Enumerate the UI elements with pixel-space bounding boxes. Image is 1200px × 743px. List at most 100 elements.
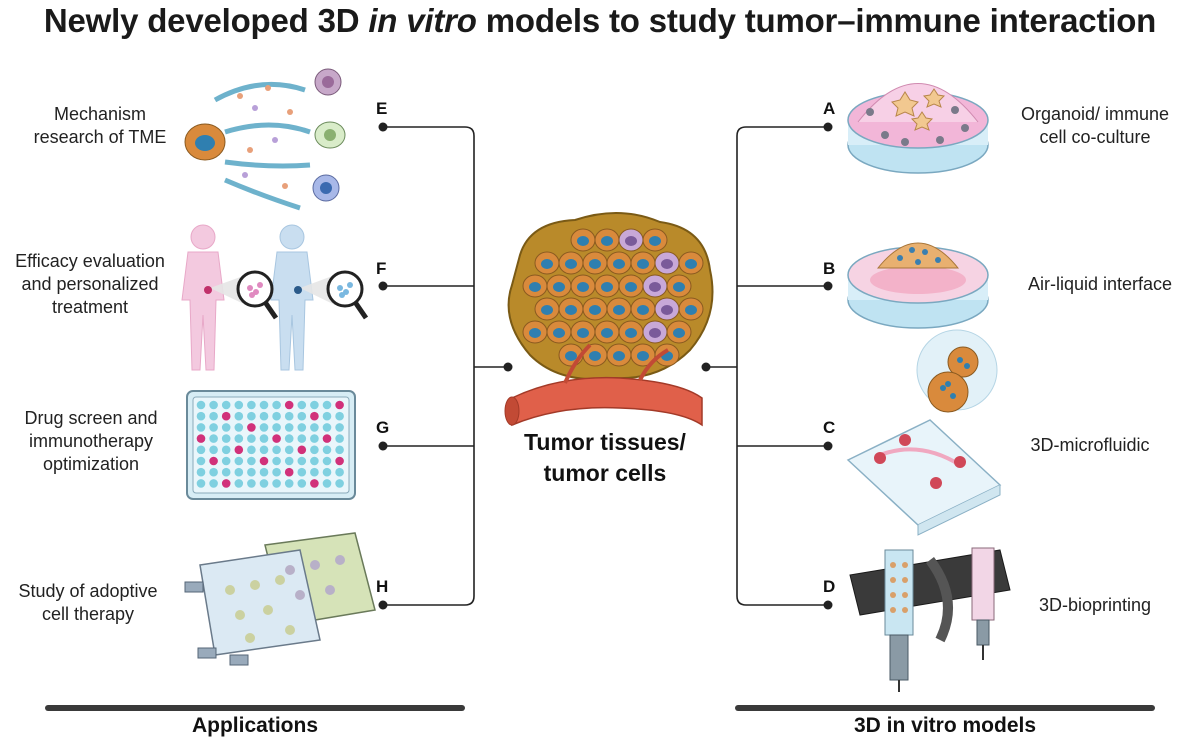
well <box>284 400 294 410</box>
label-efficacy-line3: treatment <box>51 297 129 317</box>
tumor-cell-nucleus <box>649 328 661 338</box>
dot-c <box>823 441 833 451</box>
letter-e: E <box>376 99 388 118</box>
well <box>310 456 319 466</box>
well <box>322 467 332 477</box>
letter-a: A <box>823 99 836 118</box>
well <box>297 411 307 421</box>
applications-bar <box>45 705 465 711</box>
well <box>322 434 332 443</box>
well <box>310 434 319 443</box>
well <box>196 445 206 455</box>
well <box>221 479 231 488</box>
label-organoid-line1: Organoid/ immune <box>1020 104 1170 124</box>
well <box>196 423 206 432</box>
well <box>272 411 281 421</box>
label-efficacy: Efficacy evaluation and personalized tre… <box>2 250 178 319</box>
well <box>272 400 281 410</box>
mechanism-illustration <box>184 68 346 211</box>
well <box>247 445 256 455</box>
center-label-line1: Tumor tissues/ <box>524 429 686 455</box>
well <box>247 423 256 432</box>
well <box>322 456 332 466</box>
applications-heading: Applications <box>191 714 318 737</box>
tumor-cell-nucleus <box>613 305 625 315</box>
well <box>247 434 256 443</box>
well <box>221 467 231 477</box>
tumor-cell-nucleus <box>613 259 625 269</box>
well <box>297 423 307 432</box>
label-drug-screen: Drug screen and immunotherapy optimizati… <box>8 407 174 476</box>
models-bar <box>735 705 1155 711</box>
label-organoid: Organoid/ immune cell co-culture <box>1000 103 1190 149</box>
well <box>196 434 206 443</box>
label-efficacy-line1: Efficacy evaluation <box>15 251 165 271</box>
well <box>335 467 344 477</box>
well <box>234 456 244 466</box>
well <box>221 411 231 421</box>
letter-d: D <box>823 577 836 596</box>
well <box>196 467 206 477</box>
dot-e <box>378 122 388 132</box>
well <box>209 434 218 443</box>
well <box>272 467 281 477</box>
label-efficacy-line2: and personalized <box>21 274 159 294</box>
letter-c: C <box>823 418 836 437</box>
label-bioprinting: 3D-bioprinting <box>1015 594 1175 617</box>
label-adoptive-line1: Study of adoptive <box>18 581 158 601</box>
well <box>234 467 244 477</box>
well <box>322 445 332 455</box>
well <box>322 423 332 432</box>
label-adoptive: Study of adoptive cell therapy <box>5 580 171 626</box>
tumor-cell-nucleus <box>685 305 697 315</box>
tumor-cell-nucleus <box>625 328 637 338</box>
well <box>272 445 281 455</box>
well <box>272 479 281 488</box>
well <box>297 445 307 455</box>
tumor-cell-nucleus <box>601 282 613 292</box>
well <box>196 411 206 421</box>
well <box>322 411 332 421</box>
tumor-cell-nucleus <box>589 351 601 361</box>
tumor-cell-nucleus <box>577 328 589 338</box>
well <box>234 445 244 455</box>
tumor-cell-nucleus <box>577 282 589 292</box>
well <box>221 434 231 443</box>
tumor-cell-nucleus <box>685 259 697 269</box>
tumor-cell-nucleus <box>637 259 649 269</box>
well-plate-illustration <box>186 390 356 500</box>
tumor-cell-nucleus <box>625 282 637 292</box>
figure-title: Newly developed 3D in vitro models to st… <box>0 2 1200 40</box>
well <box>335 445 344 455</box>
label-microfluidic-line1: 3D-microfluidic <box>1030 435 1150 455</box>
well <box>310 479 319 488</box>
well <box>209 467 218 477</box>
dot-d <box>823 600 833 610</box>
well <box>247 456 256 466</box>
well <box>234 423 244 432</box>
tumor-cell-nucleus <box>541 305 553 315</box>
well <box>221 445 231 455</box>
tumor-cell-nucleus <box>541 259 553 269</box>
well <box>310 411 319 421</box>
well <box>209 479 218 488</box>
label-bioprinting-line1: 3D-bioprinting <box>1038 595 1152 615</box>
well <box>259 434 269 443</box>
models-heading: 3D in vitro models <box>853 714 1037 737</box>
well <box>335 411 344 421</box>
well <box>284 423 294 432</box>
label-drug-screen-line1: Drug screen and <box>24 408 158 428</box>
tumor-cell-nucleus <box>649 236 661 246</box>
label-adoptive-line2: cell therapy <box>41 604 135 624</box>
tumor-cell-nucleus <box>661 259 673 269</box>
dot-center-left <box>503 362 513 372</box>
models-connector <box>706 126 828 606</box>
letter-g: G <box>376 418 390 437</box>
models-connector-dots <box>701 122 833 610</box>
well <box>209 400 218 410</box>
well <box>259 411 269 421</box>
well <box>297 479 307 488</box>
applications-connector <box>383 126 508 606</box>
label-organoid-line2: cell co-culture <box>1039 127 1151 147</box>
